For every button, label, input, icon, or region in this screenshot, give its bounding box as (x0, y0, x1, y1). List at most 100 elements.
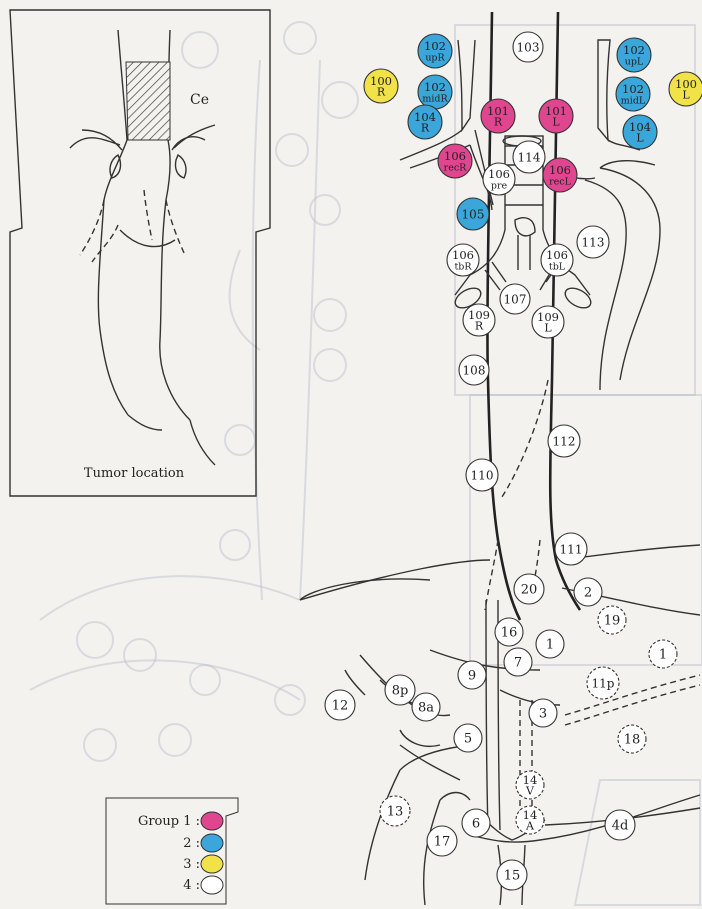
lymph-node-label: 17 (434, 835, 451, 850)
lymph-node-label: 8p (392, 684, 409, 699)
lymph-node-sublabel: pre (491, 181, 508, 192)
lymph-node-label: 102 (623, 43, 645, 57)
lymph-node-label: 110 (471, 469, 494, 483)
lymph-node-sublabel: tbL (549, 262, 566, 273)
lymph-node-label: 20 (521, 583, 538, 598)
lymph-node-label: 107 (504, 293, 527, 307)
lymph-node-label: 18 (624, 733, 641, 748)
lymph-node-18: 18 (618, 725, 646, 753)
lymph-node-label: 106 (488, 167, 510, 181)
lymph-node-label: 7 (514, 656, 522, 671)
lymph-node-110: 110 (466, 459, 498, 491)
lymph-node-label: 3 (539, 707, 547, 722)
lymph-node-1: 1 (536, 630, 564, 658)
lymph-node-7: 7 (504, 648, 532, 676)
lymph-node-111: 111 (555, 533, 587, 565)
lymph-node-8p: 8p (385, 675, 415, 705)
lymph-node-103: 103 (513, 32, 543, 62)
legend: Group 1 :2 :3 :4 : (106, 798, 238, 904)
lymph-node-label: 15 (504, 869, 521, 884)
lymph-node-label: 103 (517, 41, 540, 55)
tumor-location-panel: Ce Tumor location (10, 10, 270, 496)
lymph-node-5: 5 (454, 724, 482, 752)
lymph-node-113: 113 (577, 226, 609, 258)
lymph-node-label: 108 (463, 364, 486, 378)
lymph-node-sublabel: V (525, 785, 535, 798)
lymph-node-sublabel: midR (422, 94, 448, 105)
lymph-node-sublabel: upL (625, 57, 644, 68)
legend-swatch-group-1 (201, 812, 223, 830)
lymph-node-sublabel: L (544, 322, 552, 335)
lymph-node-6: 6 (462, 809, 490, 837)
lymph-node-label: 102 (622, 82, 644, 96)
lymph-node-20: 20 (514, 574, 544, 604)
lymph-node-16: 16 (495, 618, 523, 646)
lymph-node-label: 11p (592, 677, 615, 691)
lymph-node-label: 111 (560, 543, 583, 557)
lymph-node-label: 6 (472, 817, 480, 832)
lymph-node-106tbR: 106tbR (447, 244, 479, 276)
lymph-node-label: 1 (659, 648, 667, 663)
tumor-location-caption: Tumor location (84, 466, 185, 481)
lymph-node-11d: 1 (649, 640, 677, 668)
lymph-node-12: 12 (325, 690, 355, 720)
lymph-node-label: 2 (584, 586, 592, 601)
lymph-node-label: 114 (518, 151, 541, 165)
lymph-node-sublabel: R (377, 86, 386, 99)
lymph-node-label: 106 (452, 248, 474, 262)
lymph-node-15: 15 (497, 860, 527, 890)
legend-swatch-group-2 (201, 834, 223, 852)
lymph-node-label: 13 (387, 805, 404, 820)
lymph-node-114: 114 (513, 141, 545, 173)
lymph-node-sublabel: R (475, 320, 484, 333)
lymph-node-label: 102 (424, 39, 446, 53)
lymph-node-label: 12 (332, 699, 349, 714)
legend-swatch-group-3 (201, 855, 223, 873)
lymph-node-label: 112 (553, 435, 576, 449)
lymph-node-sublabel: upR (425, 53, 445, 64)
lymph-node-label: 8a (418, 701, 434, 716)
lymph-node-102midL: 102midL (616, 77, 650, 111)
background-ghost-illustration (30, 22, 702, 905)
lymph-node-stations: 102upR103102upL100R102midR100L102midL101… (325, 32, 702, 890)
lymph-node-sublabel: L (552, 116, 560, 129)
lymph-node-label: 105 (462, 208, 485, 222)
lymph-node-label: 16 (501, 626, 518, 641)
lymph-node-108: 108 (459, 355, 489, 385)
lymph-node-label: 4d (612, 819, 629, 834)
lymph-node-label: 106 (546, 248, 568, 262)
legend-label: 2 : (183, 836, 200, 851)
lymph-node-sublabel: R (494, 116, 503, 129)
lymph-node-11p: 11p (587, 667, 619, 699)
lymph-node-9: 9 (458, 661, 486, 689)
lymph-node-13: 13 (380, 796, 410, 826)
lymph-node-sublabel: tbR (454, 262, 472, 273)
lymph-node-14V: 14V (516, 771, 544, 799)
lymph-node-8a: 8a (412, 693, 440, 721)
lymph-node-sublabel: A (525, 820, 535, 833)
lymph-node-label: 113 (582, 236, 605, 250)
lymph-node-label: 106 (444, 149, 466, 163)
legend-label: 4 : (183, 878, 200, 893)
lymph-node-17: 17 (427, 826, 457, 856)
lymph-node-105: 105 (457, 198, 489, 230)
ce-label: Ce (190, 92, 209, 108)
tumor-hatched-area (126, 62, 170, 140)
lymph-node-sublabel: recL (549, 177, 571, 188)
lymph-node-label: 102 (424, 80, 446, 94)
lymph-node-label: 9 (468, 669, 476, 684)
lymph-node-label: 106 (549, 163, 571, 177)
lymph-node-label: 5 (464, 732, 472, 747)
lymph-node-sublabel: R (421, 122, 430, 135)
lymph-node-sublabel: L (682, 89, 690, 102)
lymph-node-107: 107 (500, 284, 530, 314)
